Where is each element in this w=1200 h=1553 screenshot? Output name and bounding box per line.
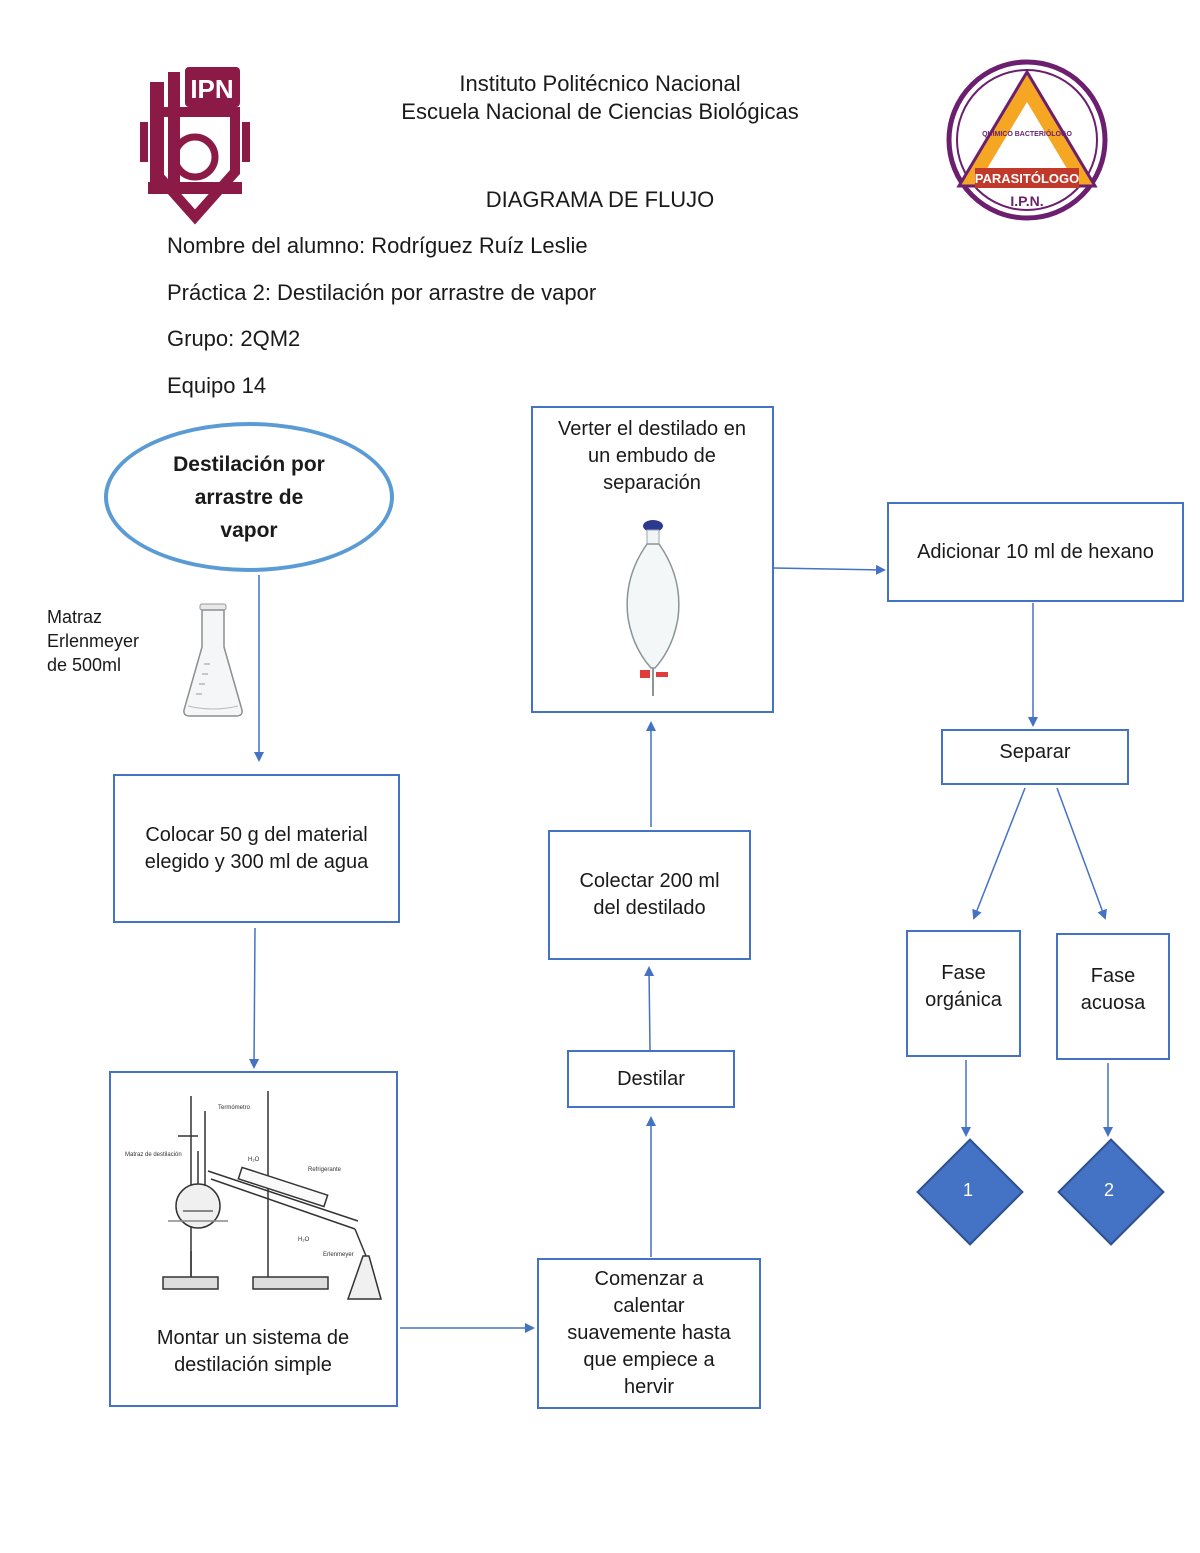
ipn-logo: IPN	[140, 67, 250, 225]
label-water-in: H₂O	[248, 1157, 260, 1163]
flask-label: Matraz Erlenmeyer de 500ml	[47, 607, 140, 675]
label-condenser: Refrigerante	[308, 1167, 342, 1173]
step-collect: Colectar 200 ml del destilado	[548, 830, 751, 960]
phase-aqueous-text: Fase acuosa	[1080, 965, 1146, 1014]
step-heat-gently-text: Comenzar a calentar suavemente hasta que…	[567, 1268, 731, 1398]
step-collect-text: Colectar 200 ml del destilado	[579, 870, 720, 919]
arrow-step8-to-phase-org	[972, 787, 1026, 920]
connector-label-2: 2	[1103, 1180, 1114, 1200]
phase-organic-text: Fase orgánica	[925, 962, 1002, 1011]
arrow-step4-to-step5	[644, 966, 655, 1051]
label-distillation-flask: Matraz de destilación	[125, 1152, 182, 1158]
practice-name: Práctica 2: Destilación por arrastre de …	[167, 280, 597, 305]
step-place-material: Colocar 50 g del material elegido y 300 …	[113, 774, 400, 923]
group-label: Grupo: 2QM2	[167, 326, 301, 351]
step-distill: Destilar	[567, 1050, 735, 1108]
arrow-step1-to-step2	[249, 927, 260, 1069]
step-distillation-setup-text: Montar un sistema de destilación simple	[156, 1327, 350, 1376]
page-title: DIAGRAMA DE FLUJO	[485, 187, 715, 212]
school-name: Escuela Nacional de Ciencias Biológicas	[401, 99, 799, 124]
step-separate: Separar	[941, 729, 1129, 785]
label-thermometer: Termómetro	[218, 1105, 251, 1111]
qbp-banner-text: PARASITÓLOGO	[975, 171, 1079, 186]
team-label: Equipo 14	[167, 373, 267, 398]
qbp-logo: PARASITÓLOGO I.P.N. QUÍMICO BACTERIÓLOGO	[946, 59, 1108, 221]
step-add-hexane: Adicionar 10 ml de hexano	[887, 502, 1184, 602]
arrow-step8-to-phase-aq	[1056, 787, 1107, 920]
step-distillation-setup: Termómetro Matraz de destilación Refrige…	[109, 1071, 398, 1407]
separatory-funnel-icon	[626, 520, 680, 696]
step-separate-text: Separar	[999, 741, 1071, 763]
step-pour-funnel-text: Verter el destilado en un embudo de sepa…	[558, 418, 746, 494]
step-heat-gently: Comenzar a calentar suavemente hasta que…	[537, 1258, 761, 1409]
connector-label-1: 1	[962, 1180, 973, 1200]
step-distill-text: Destilar	[617, 1067, 685, 1090]
label-water-out: H₂O	[298, 1237, 310, 1243]
ipn-logo-text: IPN	[190, 74, 233, 104]
step-pour-funnel: Verter el destilado en un embudo de sepa…	[531, 406, 774, 713]
arrow-step6-to-step7	[773, 564, 886, 575]
phase-aqueous: Fase acuosa	[1056, 933, 1170, 1060]
qbp-bottom-text: I.P.N.	[1010, 193, 1043, 209]
phase-organic: Fase orgánica	[906, 930, 1021, 1057]
label-receiver: Erlenmeyer	[323, 1252, 354, 1258]
step-add-hexane-text: Adicionar 10 ml de hexano	[917, 540, 1154, 563]
start-oval: Destilación por arrastre de vapor	[104, 422, 394, 572]
institution-name: Instituto Politécnico Nacional	[459, 71, 741, 96]
step-place-material-text: Colocar 50 g del material elegido y 300 …	[144, 823, 369, 873]
distillation-apparatus-icon: Termómetro Matraz de destilación Refrige…	[125, 1091, 382, 1300]
erlenmeyer-flask-icon	[183, 603, 243, 717]
student-name: Nombre del alumno: Rodríguez Ruíz Leslie	[167, 233, 588, 258]
qbp-arc-text: QUÍMICO BACTERIÓLOGO	[982, 129, 1072, 138]
